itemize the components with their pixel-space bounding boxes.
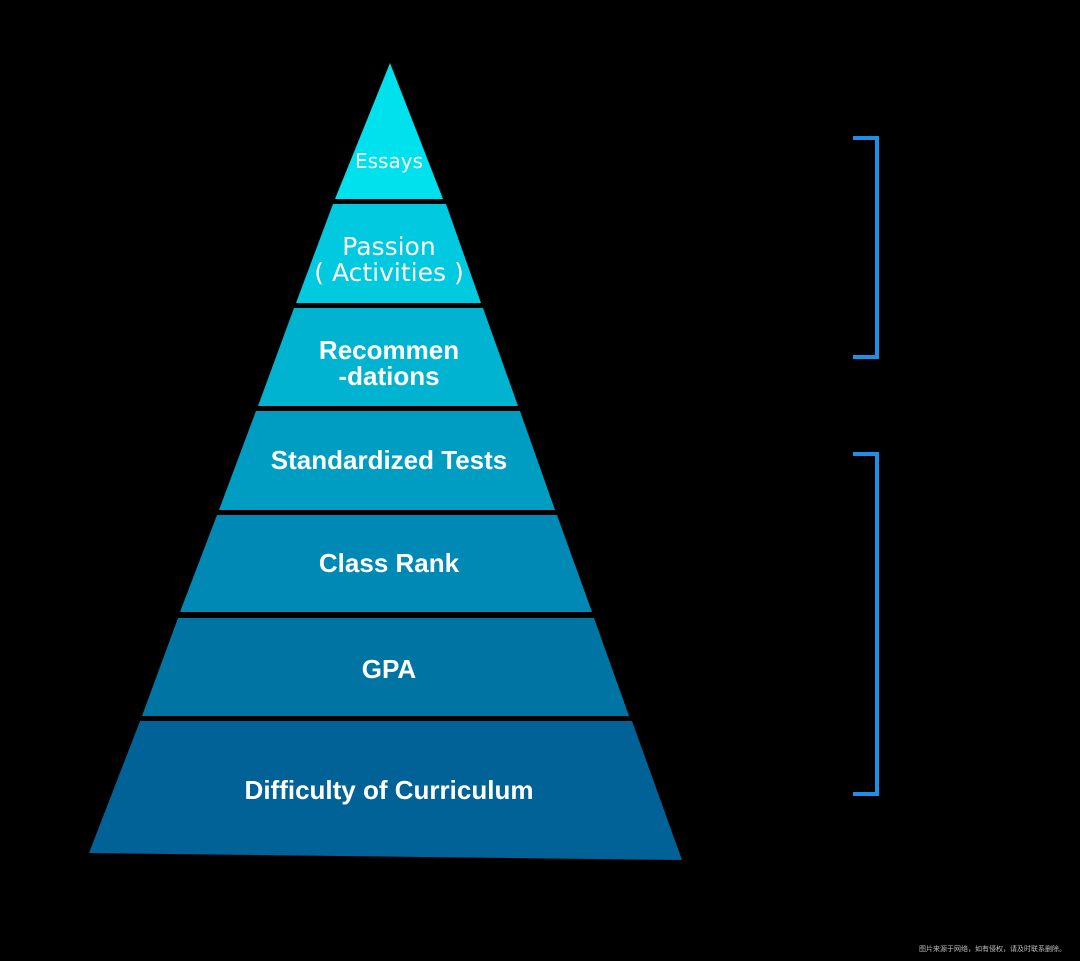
- tier-standardized-tests-label: Standardized Tests: [271, 445, 507, 475]
- tier-essays-label: Essays: [355, 149, 423, 173]
- tier-essays: Essays: [335, 63, 443, 199]
- tier-class-rank: Class Rank: [180, 515, 592, 612]
- tier-recommendations-label-line2: -dations: [338, 361, 439, 391]
- tier-class-rank-label: Class Rank: [319, 548, 460, 578]
- tier-class-rank-shape: [180, 515, 592, 612]
- tier-standardized-tests: Standardized Tests: [219, 411, 555, 510]
- lower-bracket: [853, 452, 879, 796]
- tier-recommendations-shape: [258, 308, 518, 406]
- tier-gpa-shape: [142, 618, 629, 716]
- tier-difficulty: Difficulty of Curriculum: [89, 721, 682, 860]
- tier-gpa: GPA: [142, 618, 629, 716]
- tier-passion-shape: [296, 204, 481, 303]
- tier-difficulty-label: Difficulty of Curriculum: [245, 775, 534, 805]
- tier-passion-label-line1: Passion: [342, 232, 435, 261]
- tier-difficulty-shape: [89, 721, 682, 860]
- tier-essays-shape: [335, 63, 443, 199]
- upper-bracket: [853, 136, 879, 359]
- tier-passion: Passion ( Activities ): [296, 204, 481, 303]
- tier-recommendations-label-line1: Recommen: [319, 335, 459, 365]
- tier-gpa-label: GPA: [362, 654, 417, 684]
- tier-passion-label-line2: ( Activities ): [314, 258, 463, 287]
- watermark-text: 图片来源于网络，如有侵权，请及时联系删除。: [919, 944, 1066, 953]
- tier-recommendations: Recommen -dations: [258, 308, 518, 406]
- tier-standardized-tests-shape: [219, 411, 555, 510]
